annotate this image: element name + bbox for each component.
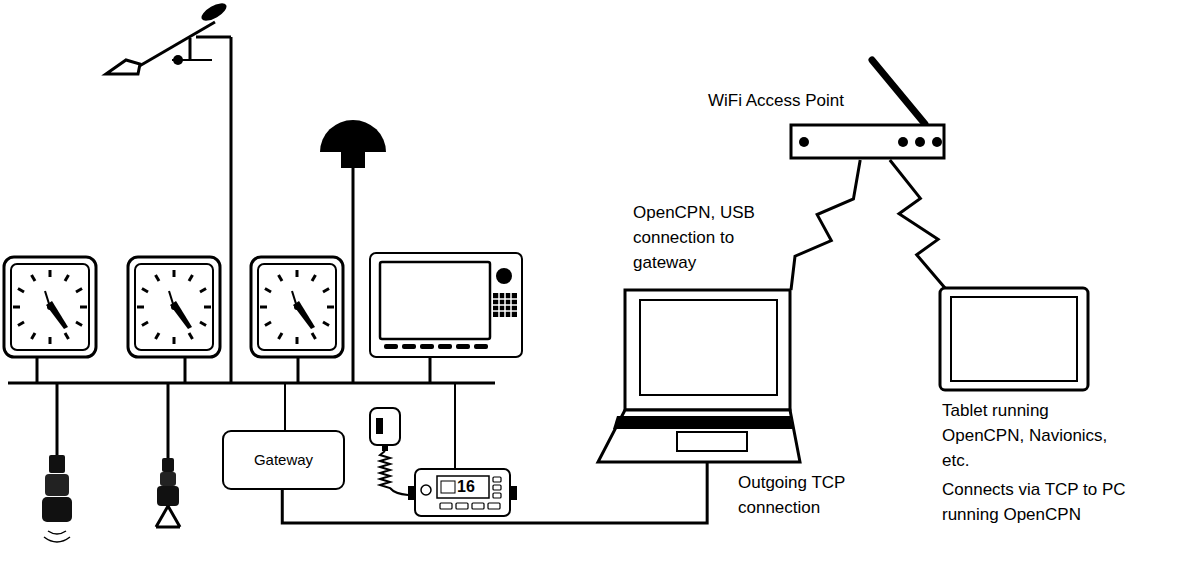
- usb-cable: [282, 463, 707, 523]
- depth-transducer: [42, 455, 72, 542]
- device-caption: OpenCPN, USB connection to gateway: [633, 200, 763, 275]
- instrument-gauge: [251, 257, 343, 357]
- channel-number: 16: [457, 478, 475, 496]
- gateway-box: Gateway: [222, 430, 345, 490]
- vhf-radio: [370, 408, 517, 516]
- device-note: Connects via TCP to PC running OpenCPN: [942, 477, 1147, 527]
- laptop-node: OpenCPN, USB connection to gatewayOutgoi…: [597, 290, 801, 463]
- tablet-node: Tablet running OpenCPN, Navionics, etc.C…: [940, 288, 1088, 390]
- wifi-link: [890, 160, 945, 288]
- speed-transducer: [156, 458, 180, 527]
- wind-vane: [106, 0, 231, 74]
- instrument-gauge: [4, 257, 96, 357]
- chartplotter: [370, 253, 522, 357]
- instrument-gauge: [128, 257, 220, 357]
- device-caption: Tablet running OpenCPN, Navionics, etc.: [942, 398, 1120, 473]
- device-caption: WiFi Access Point: [708, 88, 844, 113]
- tablet: [940, 288, 1088, 390]
- wifi-access-point: WiFi Access Point: [790, 58, 946, 160]
- box-label: Gateway: [254, 451, 313, 469]
- laptop: [598, 290, 800, 462]
- device-note: Outgoing TCP connection: [738, 470, 868, 520]
- gps-antenna: [320, 120, 386, 168]
- wifi-link: [791, 160, 860, 290]
